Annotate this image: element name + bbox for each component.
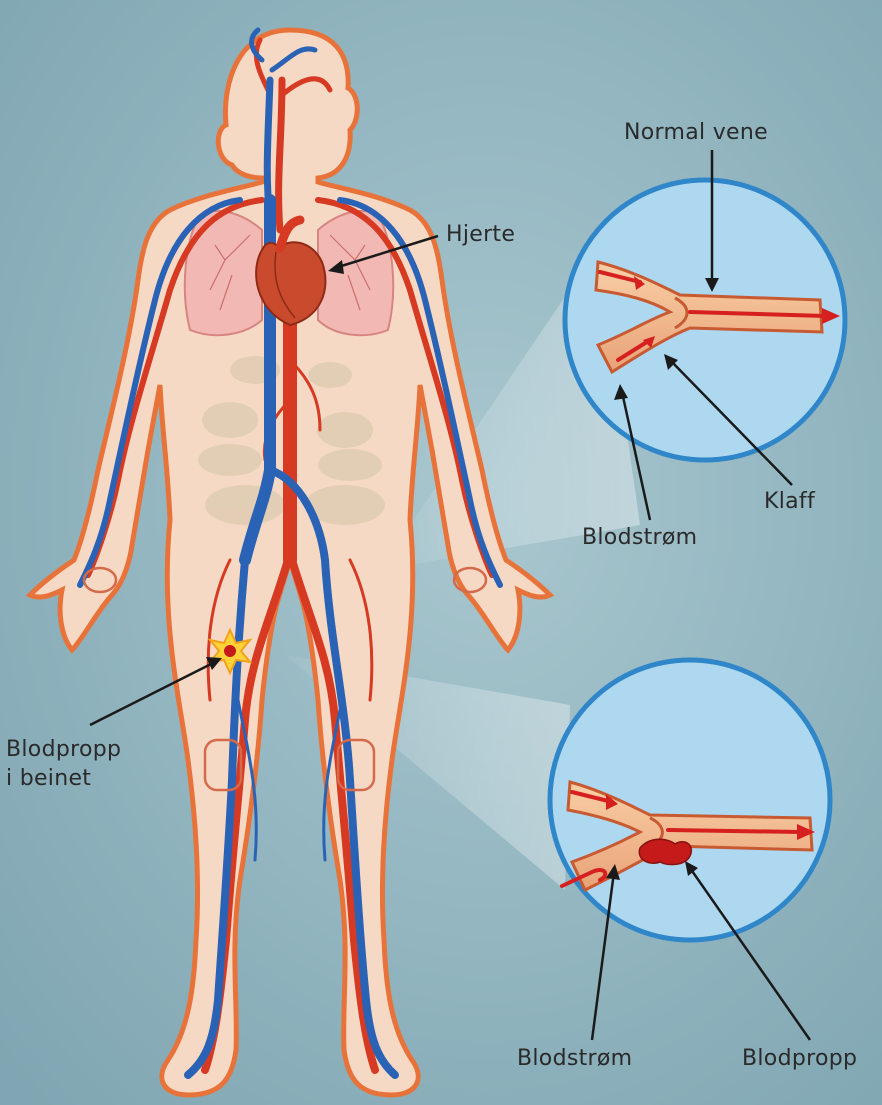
label-blood-flow-bottom: Blodstrøm [517, 1044, 632, 1073]
label-heart: Hjerte [446, 220, 515, 249]
label-blood-flow-top: Blodstrøm [582, 523, 697, 552]
label-blood-clot: Blodpropp [742, 1044, 857, 1073]
label-clot-leg-line1: Blodpropp [6, 735, 121, 764]
clot-vein-inset [550, 660, 830, 940]
label-valve: Klaff [764, 487, 815, 516]
clot-star-center [224, 645, 236, 657]
blood-clot-shape [639, 839, 691, 864]
label-normal-vein: Normal vene [624, 118, 768, 147]
normal-vein-inset [565, 180, 845, 460]
label-clot-leg-line2: i beinet [6, 764, 91, 793]
